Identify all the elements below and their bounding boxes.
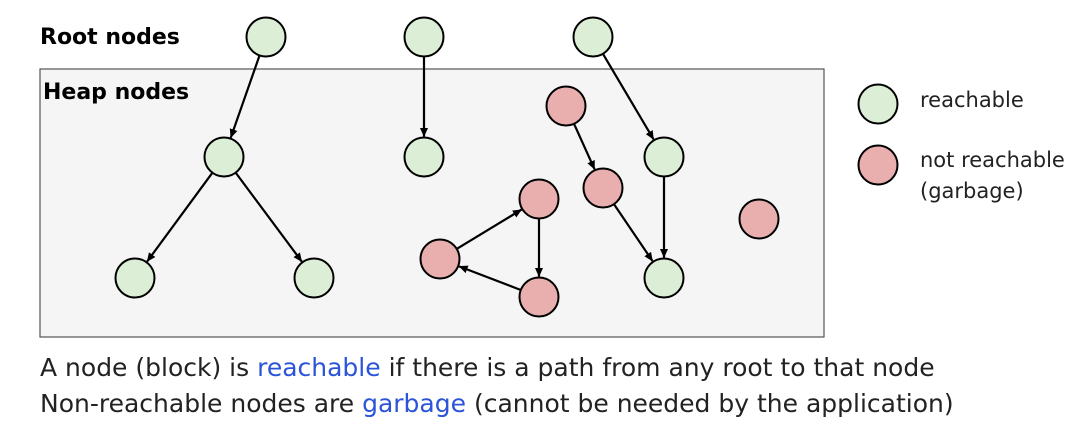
edge-garbage-node-a-to-garbage-node-b xyxy=(573,123,596,170)
garbage-node-e xyxy=(518,276,560,318)
edge-garbage-node-e-to-garbage-node-d xyxy=(458,265,522,292)
caption-line-2-highlight: garbage xyxy=(362,389,466,418)
heap-nodes-box xyxy=(39,68,825,338)
garbage-node-c xyxy=(518,178,560,220)
root-nodes-label: Root nodes xyxy=(40,25,180,50)
edge-garbage-node-d-to-garbage-node-c xyxy=(456,208,523,250)
garbage-node-f xyxy=(738,198,780,240)
legend-garbage-label: (garbage) xyxy=(920,179,1024,203)
root-node-3 xyxy=(572,16,614,58)
caption-line-2-before: Non-reachable nodes are xyxy=(40,389,363,418)
caption-line-2: Non-reachable nodes are garbage (cannot … xyxy=(40,389,954,418)
legend-reachable-label: reachable xyxy=(920,88,1024,112)
edges-group xyxy=(146,53,668,292)
caption-line-1-after: if there is a path from any root to that… xyxy=(380,353,935,382)
heap-node-b xyxy=(114,257,156,299)
heap-node-e xyxy=(643,136,685,178)
edge-heap-node-a-to-heap-node-b xyxy=(146,172,214,263)
caption-line-1-before: A node (block) is xyxy=(40,353,258,382)
heap-node-f xyxy=(643,257,685,299)
caption-line-1-highlight: reachable xyxy=(257,353,381,382)
edge-root-node-3-to-heap-node-e xyxy=(601,53,655,140)
heap-node-d xyxy=(403,136,445,178)
garbage-node-a xyxy=(545,85,587,127)
edge-root-node-1-to-heap-node-a xyxy=(229,55,261,139)
caption-line-1: A node (block) is reachable if there is … xyxy=(40,353,935,382)
legend-garbage-swatch xyxy=(857,144,899,186)
heap-nodes-label: Heap nodes xyxy=(43,80,189,105)
legend-reachable-swatch xyxy=(857,83,899,125)
root-node-2 xyxy=(403,16,445,58)
heap-node-c xyxy=(293,257,335,299)
edge-heap-node-a-to-heap-node-c xyxy=(234,171,303,263)
legend-not-reachable-label: not reachable xyxy=(920,148,1065,172)
garbage-node-d xyxy=(419,238,461,280)
garbage-node-b xyxy=(582,167,624,209)
caption-line-2-after: (cannot be needed by the application) xyxy=(466,389,954,418)
heap-node-a xyxy=(203,136,245,178)
edge-garbage-node-b-to-heap-node-f xyxy=(613,203,654,262)
nodes-group xyxy=(114,16,780,318)
root-node-1 xyxy=(245,16,287,58)
